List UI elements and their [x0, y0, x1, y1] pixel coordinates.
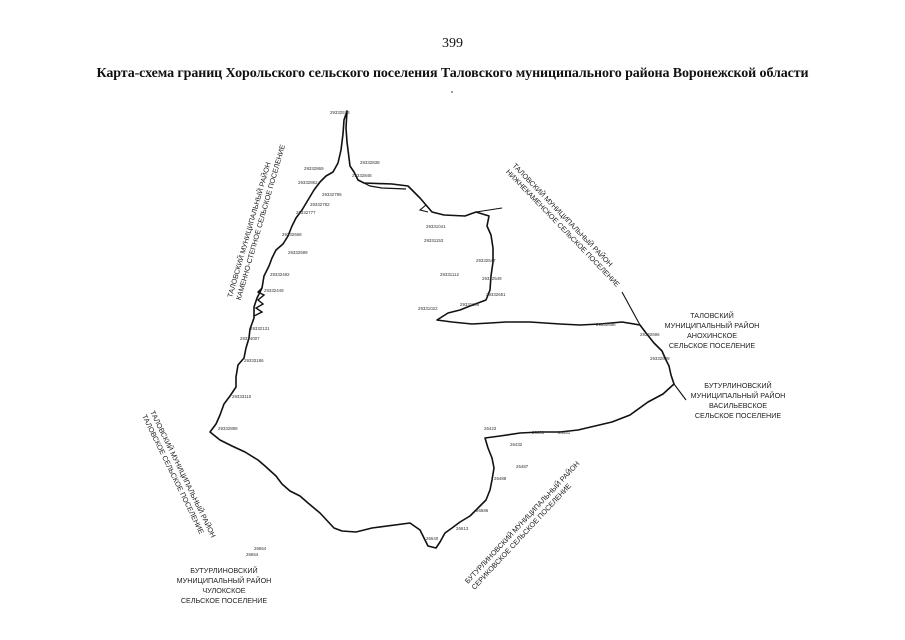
- svg-text:ТАЛОВСКОЕ СЕЛЬСКОЕ ПОСЕЛЕНИЕ: ТАЛОВСКОЕ СЕЛЬСКОЕ ПОСЕЛЕНИЕ: [140, 413, 206, 536]
- boundary-detail-left: [253, 287, 266, 317]
- svg-text:АНОХИНСКОЕ: АНОХИНСКОЕ: [687, 331, 737, 340]
- neighbour-boundary-nizhnekamenskoe: [475, 207, 503, 213]
- svg-text:29332796: 29332796: [322, 192, 342, 197]
- svg-text:29332131: 29332131: [250, 326, 270, 331]
- svg-text:29332777: 29332777: [296, 210, 316, 215]
- svg-text:29332547: 29332547: [476, 258, 496, 263]
- svg-text:ТАЛОВСКИЙ: ТАЛОВСКИЙ: [690, 311, 734, 320]
- svg-text:29331106: 29331106: [460, 302, 480, 307]
- svg-text:26401: 26401: [532, 430, 545, 435]
- svg-text:29332449: 29332449: [264, 288, 284, 293]
- svg-text:29331153: 29331153: [424, 238, 444, 243]
- svg-text:29331041: 29331041: [426, 224, 446, 229]
- svg-text:26481: 26481: [558, 430, 571, 435]
- region-label-chulokskoe: БУТУРЛИНОВСКИЙ МУНИЦИПАЛЬНЫЙ РАЙОН ЧУЛОК…: [177, 566, 272, 605]
- svg-text:ЧУЛОКСКОЕ: ЧУЛОКСКОЕ: [202, 586, 245, 595]
- svg-text:29333110: 29333110: [232, 394, 252, 399]
- svg-text:29332782: 29332782: [310, 202, 330, 207]
- svg-text:26423: 26423: [484, 426, 497, 431]
- svg-text:ТАЛОВСКИЙ МУНИЦИПАЛЬНЫЙ РАЙОН: ТАЛОВСКИЙ МУНИЦИПАЛЬНЫЙ РАЙОН: [148, 409, 218, 539]
- svg-text:29332889: 29332889: [218, 426, 238, 431]
- svg-text:29331112: 29331112: [440, 272, 459, 277]
- svg-text:БУТУРЛИНОВСКИЙ: БУТУРЛИНОВСКИЙ: [190, 566, 257, 575]
- neighbour-boundary-vasilyevskoe: [673, 383, 687, 401]
- svg-text:ТАЛОВСКИЙ МУНИЦИПАЛЬНЫЙ РАЙОН: ТАЛОВСКИЙ МУНИЦИПАЛЬНЫЙ РАЙОН: [511, 161, 615, 268]
- svg-text:26613: 26613: [456, 526, 469, 531]
- svg-text:29332492: 29332492: [270, 272, 290, 277]
- svg-text:МУНИЦИПАЛЬНЫЙ РАЙОН: МУНИЦИПАЛЬНЫЙ РАЙОН: [177, 576, 272, 585]
- svg-text:СЕЛЬСКОЕ ПОСЕЛЕНИЕ: СЕЛЬСКОЕ ПОСЕЛЕНИЕ: [669, 341, 756, 350]
- svg-text:29332651: 29332651: [486, 292, 506, 297]
- svg-text:БУТУРЛИНОВСКИЙ: БУТУРЛИНОВСКИЙ: [704, 381, 771, 390]
- svg-text:КАМЕННО-СТЕПНОЕ СЕЛЬСКОЕ ПОСЕЛ: КАМЕННО-СТЕПНОЕ СЕЛЬСКОЕ ПОСЕЛЕНИЕ: [234, 143, 287, 301]
- scan-dot: [451, 91, 453, 93]
- region-label-anokhinskoe: ТАЛОВСКИЙ МУНИЦИПАЛЬНЫЙ РАЙОН АНОХИНСКОЕ…: [665, 311, 760, 350]
- page-number: 399: [442, 36, 463, 51]
- svg-text:26432: 26432: [510, 442, 523, 447]
- svg-text:26487: 26487: [516, 464, 529, 469]
- svg-text:29332668: 29332668: [282, 232, 302, 237]
- svg-text:СЕРИКОВСКОЕ СЕЛЬСКОЕ ПОСЕЛЕНИЕ: СЕРИКОВСКОЕ СЕЛЬСКОЕ ПОСЕЛЕНИЕ: [469, 481, 573, 591]
- svg-text:29332599: 29332599: [288, 250, 308, 255]
- svg-text:29332549: 29332549: [482, 276, 502, 281]
- svg-text:МУНИЦИПАЛЬНЫЙ РАЙОН: МУНИЦИПАЛЬНЫЙ РАЙОН: [665, 321, 760, 330]
- svg-text:29332869: 29332869: [304, 166, 324, 171]
- svg-text:29332848: 29332848: [352, 173, 372, 178]
- svg-text:29332573: 29332573: [330, 110, 350, 115]
- svg-text:26586: 26586: [476, 508, 489, 513]
- svg-text:29331022: 29331022: [418, 306, 438, 311]
- svg-text:НИЖНЕКАМЕНСКОЕ СЕЛЬСКОЕ ПОСЕЛЕ: НИЖНЕКАМЕНСКОЕ СЕЛЬСКОЕ ПОСЕЛЕНИЕ: [504, 167, 622, 288]
- svg-text:26488: 26488: [494, 476, 507, 481]
- region-label-vasilyevskoe: БУТУРЛИНОВСКИЙ МУНИЦИПАЛЬНЫЙ РАЙОН ВАСИЛ…: [691, 381, 786, 420]
- map-title: Карта-схема границ Хорольского сельского…: [96, 66, 809, 81]
- svg-text:БУТУРЛИНОВСКИЙ МУНИЦИПАЛЬНЫЙ Р: БУТУРЛИНОВСКИЙ МУНИЦИПАЛЬНЫЙ РАЙОН: [463, 459, 582, 585]
- region-label-talovskoe: ТАЛОВСКИЙ МУНИЦИПАЛЬНЫЙ РАЙОН ТАЛОВСКОЕ …: [140, 409, 218, 539]
- settlement-boundary: [209, 110, 675, 549]
- svg-text:СЕЛЬСКОЕ ПОСЕЛЕНИЕ: СЕЛЬСКОЕ ПОСЕЛЕНИЕ: [181, 596, 268, 605]
- svg-text:26654: 26654: [246, 552, 259, 557]
- svg-text:29333186: 29333186: [244, 358, 264, 363]
- svg-text:29332686: 29332686: [596, 322, 616, 327]
- svg-text:МУНИЦИПАЛЬНЫЙ РАЙОН: МУНИЦИПАЛЬНЫЙ РАЙОН: [691, 391, 786, 400]
- svg-text:29334007: 29334007: [240, 336, 260, 341]
- svg-text:29332862: 29332862: [298, 180, 318, 185]
- svg-text:СЕЛЬСКОЕ ПОСЕЛЕНИЕ: СЕЛЬСКОЕ ПОСЕЛЕНИЕ: [695, 411, 782, 420]
- svg-text:26640: 26640: [426, 536, 439, 541]
- region-label-serikovskoe: БУТУРЛИНОВСКИЙ МУНИЦИПАЛЬНЫЙ РАЙОН СЕРИК…: [463, 459, 582, 591]
- svg-text:26654: 26654: [254, 546, 267, 551]
- boundary-detail-inner: [418, 204, 429, 213]
- neighbour-boundary-anokhinskoe: [621, 291, 641, 326]
- svg-text:ВАСИЛЬЕВСКОЕ: ВАСИЛЬЕВСКОЕ: [709, 401, 767, 410]
- region-label-nizhnekamenskoe: ТАЛОВСКИЙ МУНИЦИПАЛЬНЫЙ РАЙОН НИЖНЕКАМЕН…: [504, 161, 622, 289]
- boundary-detail-top: [363, 182, 407, 190]
- svg-text:29332696: 29332696: [640, 332, 660, 337]
- svg-text:29332609: 29332609: [650, 356, 670, 361]
- point-labels: 29332573 29332869 29332838 29332848 2933…: [218, 110, 670, 557]
- svg-text:29332838: 29332838: [360, 160, 380, 165]
